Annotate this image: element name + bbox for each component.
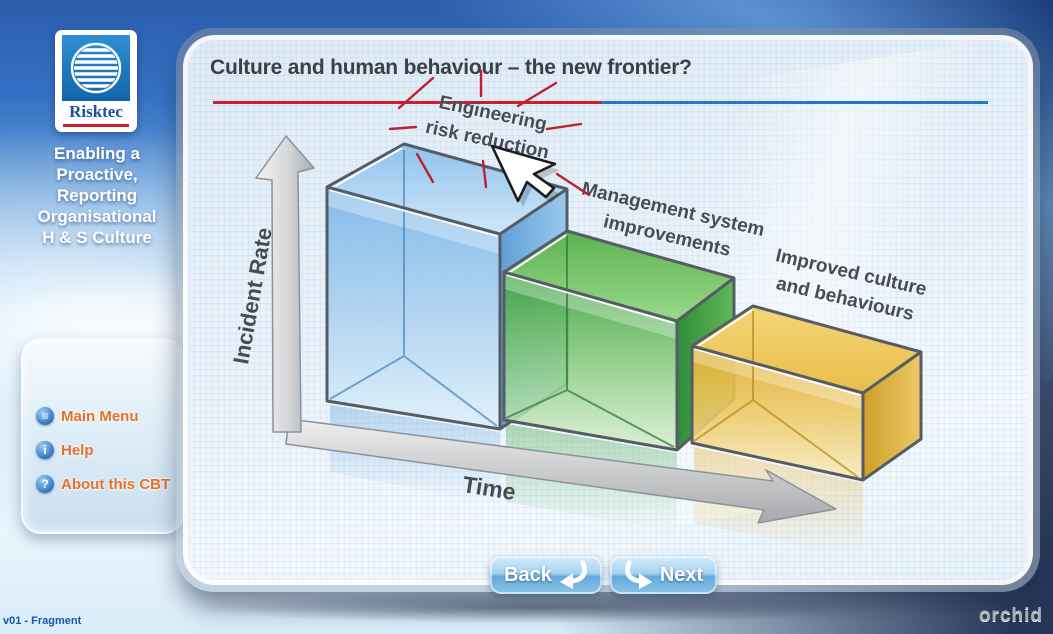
tagline-line: Enabling a	[54, 144, 140, 163]
title-divider-blue	[601, 101, 988, 104]
logo-underline	[63, 124, 129, 127]
menu-item-label: About this CBT	[61, 475, 171, 493]
orchid-watermark: orchid	[978, 605, 1043, 626]
next-button[interactable]: Next	[609, 556, 718, 594]
menu-item-label: Help	[61, 441, 94, 459]
risktec-logo: Risktec	[55, 30, 137, 132]
tagline-line: Proactive,	[56, 165, 138, 184]
back-button[interactable]: Back	[490, 556, 602, 594]
back-arrow-icon	[559, 560, 587, 590]
sidebar-item-help[interactable]: i Help	[36, 441, 94, 459]
menu-icon: ≡	[36, 407, 54, 425]
menu-item-label: Main Menu	[61, 407, 139, 425]
sidebar-item-main-menu[interactable]: ≡ Main Menu	[36, 407, 139, 425]
tagline-line: H & S Culture	[42, 228, 152, 247]
sidebar-tagline: Enabling a Proactive, Reporting Organisa…	[8, 143, 186, 248]
next-button-label: Next	[659, 563, 704, 586]
info-icon: i	[36, 441, 54, 459]
page-title: Culture and human behaviour – the new fr…	[210, 56, 692, 79]
tagline-line: Reporting	[56, 186, 138, 205]
back-button-label: Back	[504, 563, 552, 586]
logo-brand: Risktec	[69, 102, 123, 121]
next-arrow-icon	[624, 560, 653, 590]
question-icon: ?	[36, 475, 54, 493]
globe-icon	[62, 35, 130, 101]
nav-bar: Back Next	[490, 556, 718, 594]
sidebar-menu-panel: ≡ Main Menu i Help ? About this CBT	[21, 338, 184, 534]
version-text: v01 - Fragment	[3, 615, 82, 627]
tagline-line: Organisational	[37, 207, 157, 226]
sidebar-item-about-cbt[interactable]: ? About this CBT	[36, 475, 170, 493]
